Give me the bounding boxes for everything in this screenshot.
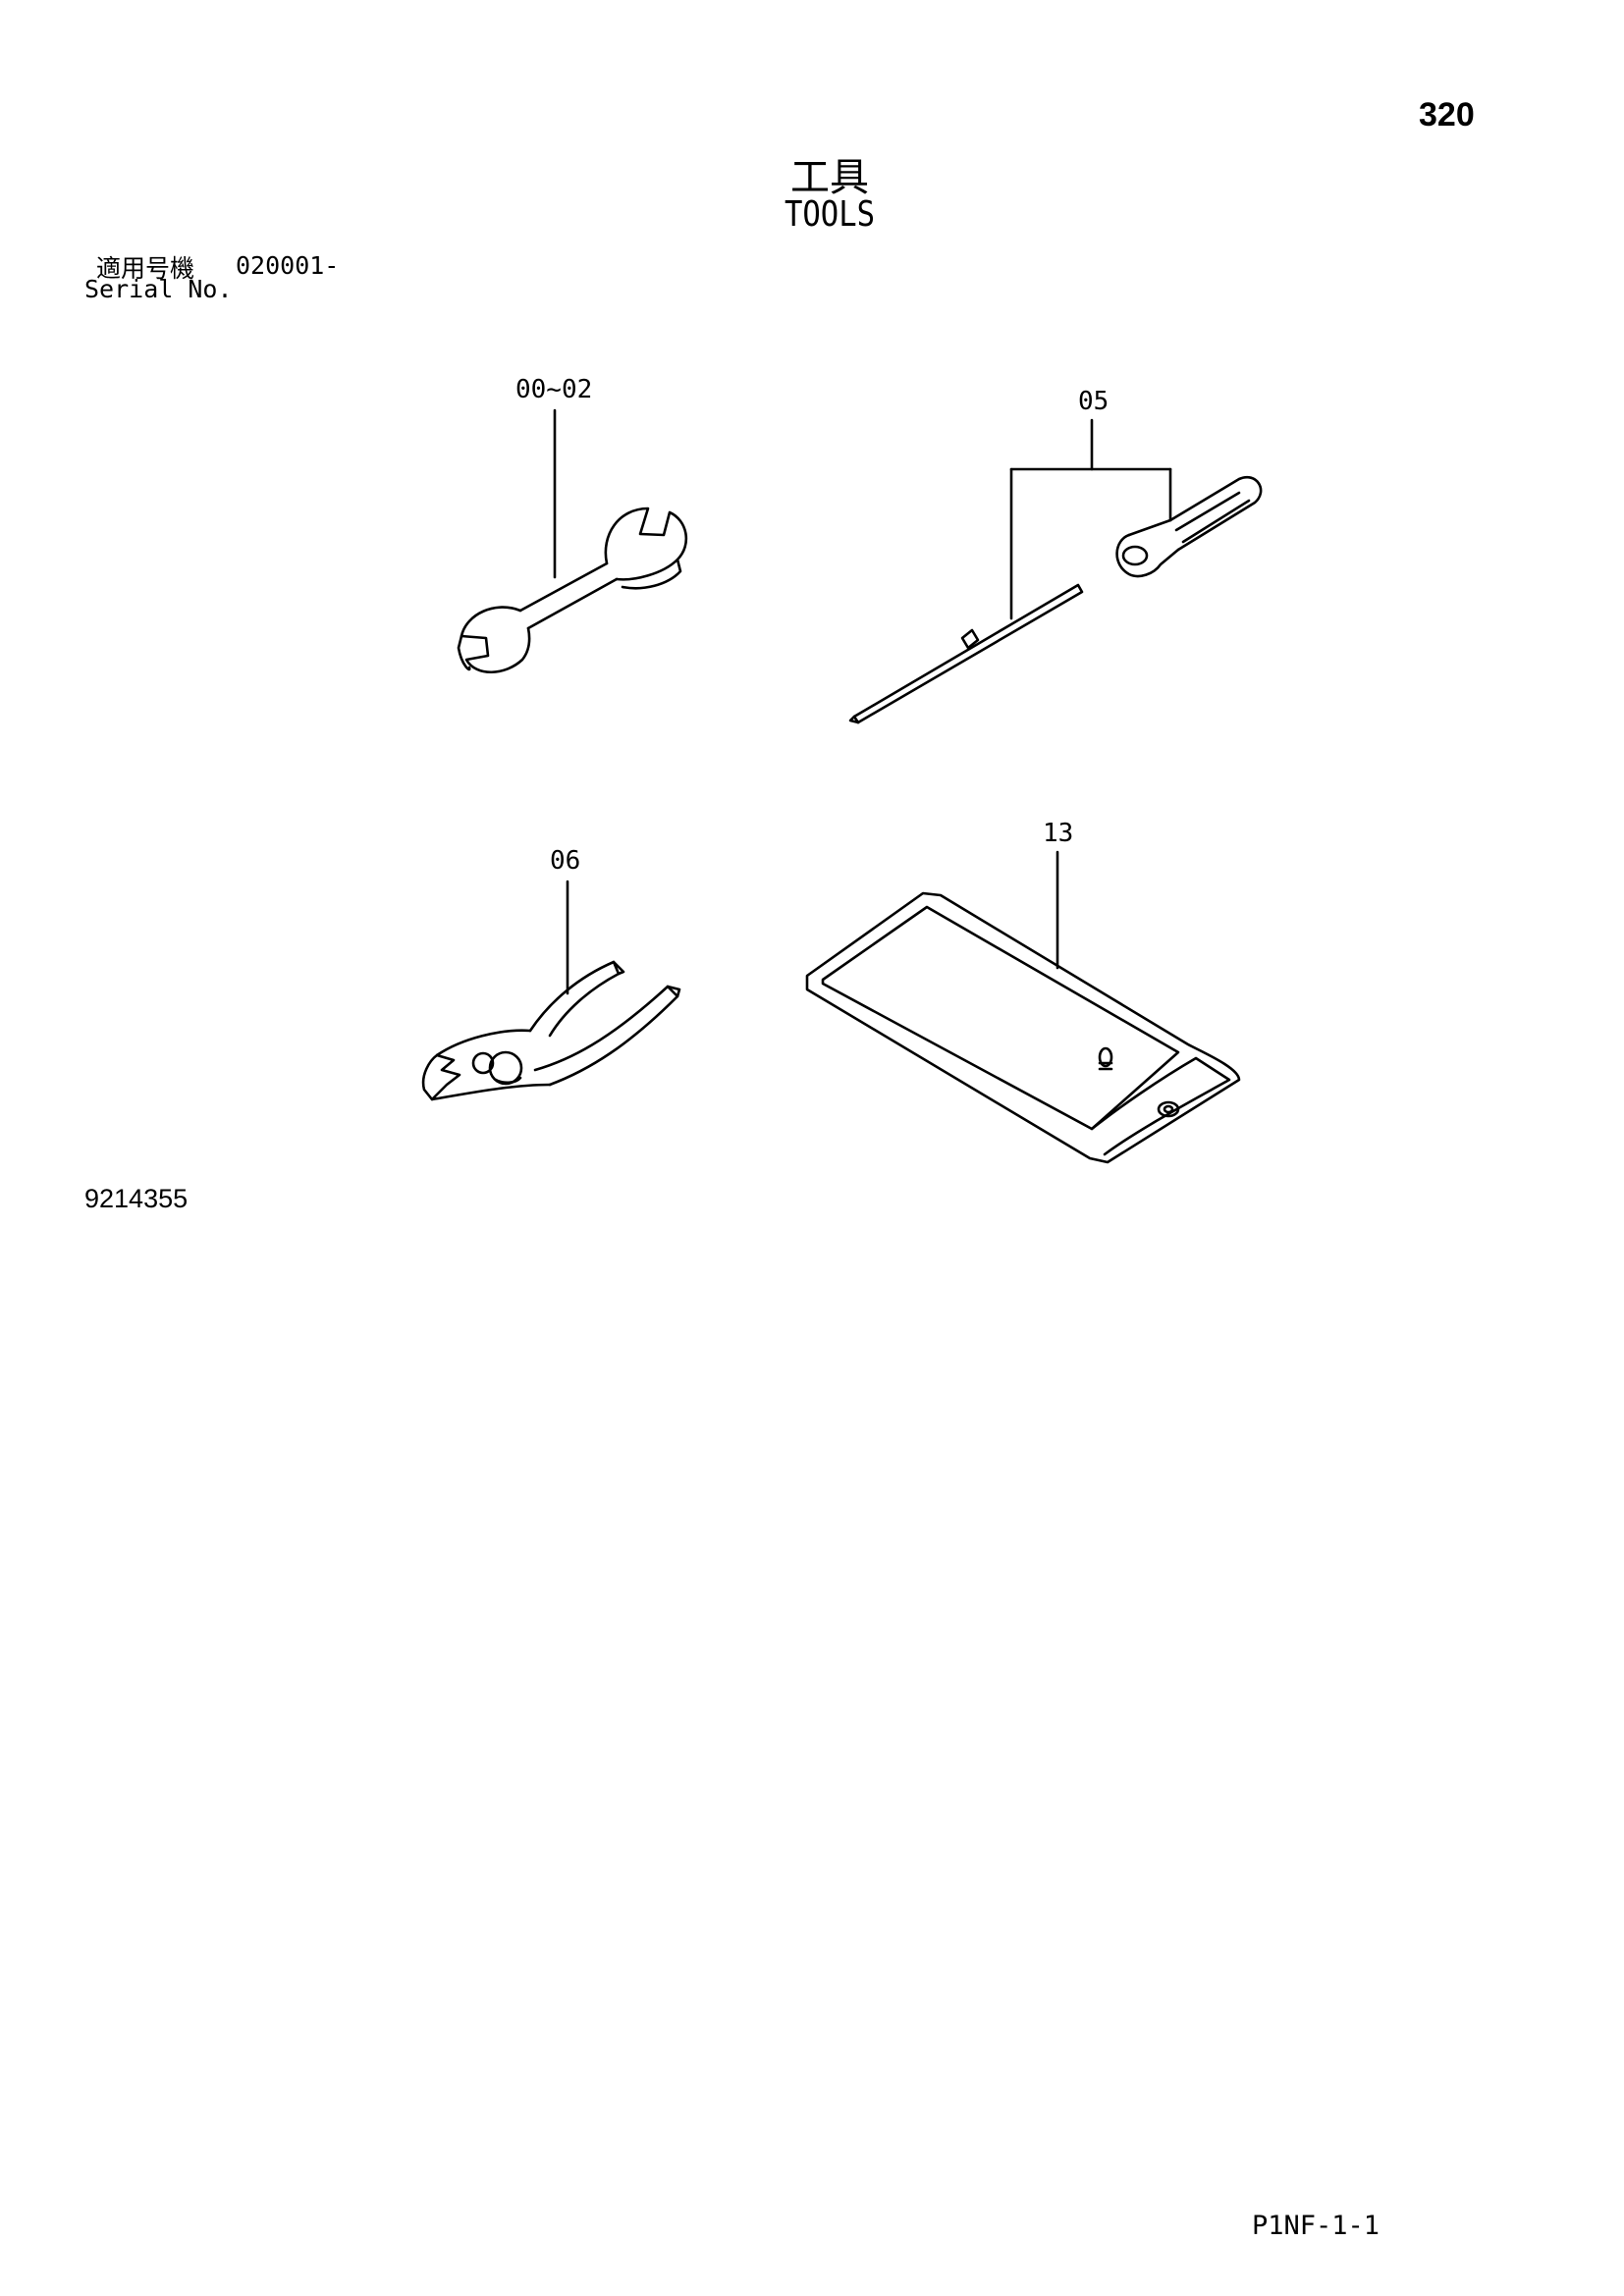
callout-wrench: 00~02	[515, 375, 592, 404]
screwdriver-illustration: 05	[848, 387, 1263, 724]
tool-bag-illustration: 13	[805, 819, 1241, 1164]
serial-range: 020001-	[236, 251, 340, 280]
pliers-illustration: 06	[421, 846, 681, 1101]
callout-tool-bag: 13	[1043, 819, 1073, 848]
page-title-jp: 工具	[790, 155, 869, 200]
page-number: 320	[1419, 96, 1475, 133]
callout-pliers: 06	[550, 846, 580, 876]
callout-screwdriver: 05	[1078, 387, 1109, 416]
wrench-illustration: 00~02	[457, 375, 688, 673]
serial-label-en: Serial No.	[84, 275, 233, 303]
footer-code: P1NF-1-1	[1252, 2211, 1380, 2241]
serial-label-jp: 適用号機	[96, 254, 195, 283]
document-number: 9214355	[84, 1184, 189, 1213]
page-title-en: TOOLS	[784, 194, 876, 235]
